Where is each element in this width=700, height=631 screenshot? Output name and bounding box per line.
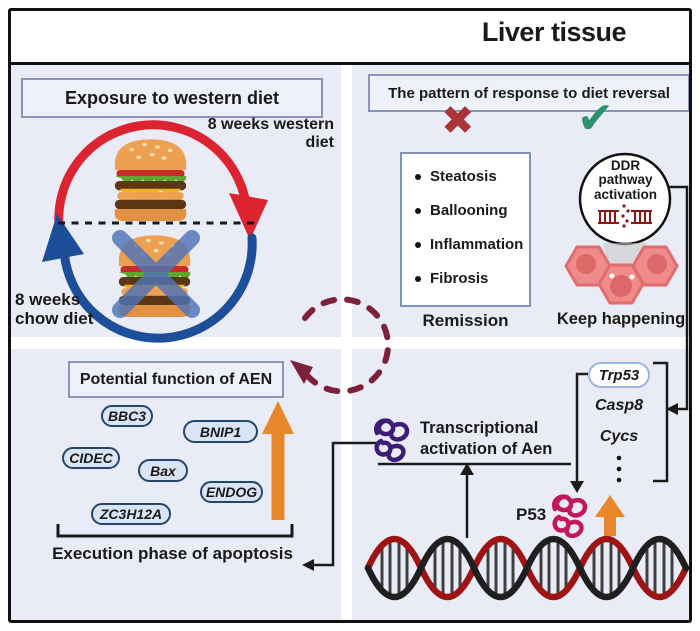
aen-function-panel-title: Potential function of AEN <box>68 361 284 398</box>
bullet-dot <box>415 173 421 180</box>
symptom-label: Inflammation <box>430 236 524 253</box>
page-title: Liver tissue <box>481 17 627 47</box>
bullet-dot <box>415 207 421 214</box>
symptom-label: Ballooning <box>430 202 508 219</box>
check-icon: ✔ <box>577 93 614 144</box>
gene-label: Casp8 <box>594 397 644 414</box>
response-panel-title: The pattern of response to diet reversal <box>368 74 690 112</box>
p53-label: P53 <box>516 505 547 524</box>
execution-phase-caption: Execution phase of apoptosis <box>52 544 293 563</box>
bullet-dot <box>415 241 421 248</box>
chow-diet-duration-label: 8 weeks chow diet <box>15 290 94 329</box>
gene-pill: Bax <box>138 459 188 482</box>
symptom-label: Fibrosis <box>430 270 489 287</box>
bullet-dot <box>415 275 421 282</box>
cross-icon: ✖ <box>441 98 475 144</box>
gene-pill: BBC3 <box>101 405 153 427</box>
list-item: Fibrosis <box>415 270 529 287</box>
symptom-list-box: Steatosis Ballooning Inflammation Fibros… <box>400 152 531 307</box>
exposure-panel-title: Exposure to western diet <box>21 78 323 118</box>
western-diet-duration-label: 8 weeks western diet <box>207 116 334 151</box>
list-item: Steatosis <box>415 168 529 185</box>
keep-happening-label: Keep happening <box>556 310 686 328</box>
list-item: Inflammation <box>415 236 529 253</box>
list-item: Ballooning <box>415 202 529 219</box>
gene-pill: CIDEC <box>62 447 120 469</box>
gene-pill: BNIP1 <box>183 420 258 443</box>
gene-pill: ZC3H12A <box>91 503 171 525</box>
gene-pill: Trp53 <box>588 362 650 388</box>
remission-label: Remission <box>422 311 509 330</box>
header-divider <box>8 62 692 65</box>
gene-pill: ENDOG <box>200 481 263 503</box>
ddr-pathway-label: DDR pathway activation <box>593 158 658 202</box>
gene-label: Cycs <box>599 428 639 445</box>
transcriptional-activation-label: Transcriptional activation of Aen <box>420 419 553 459</box>
panel-activation-background <box>352 349 689 620</box>
symptom-label: Steatosis <box>430 168 497 185</box>
